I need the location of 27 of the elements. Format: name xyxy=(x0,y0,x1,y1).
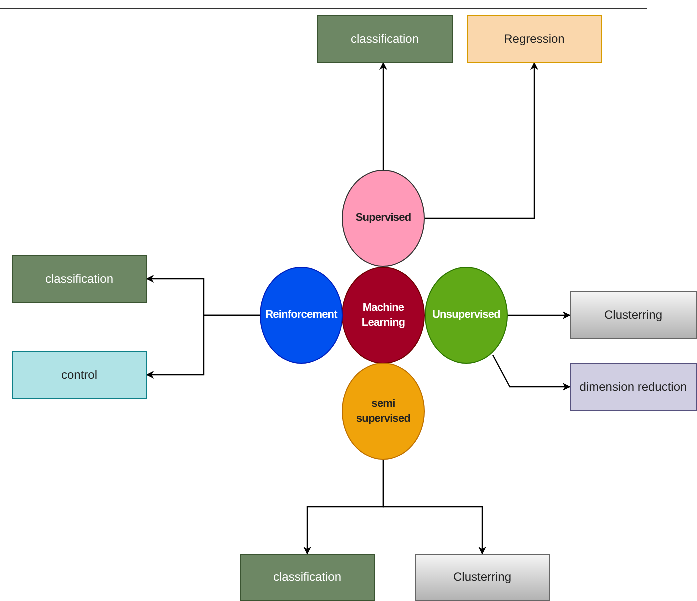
node-label: Clusterring xyxy=(604,308,663,322)
process-box xyxy=(12,255,147,303)
node-label: Supervised xyxy=(356,211,412,226)
node-label: Regression xyxy=(504,32,565,46)
node-label: classification xyxy=(45,272,114,286)
arrow xyxy=(382,460,486,555)
node-label: classification xyxy=(273,570,342,585)
process-box xyxy=(570,291,697,339)
process-box xyxy=(415,554,550,601)
process-box xyxy=(317,15,453,63)
node-label: Reinforcement xyxy=(266,308,338,323)
process-box xyxy=(240,554,375,601)
process-box xyxy=(570,363,697,411)
node-label: Clusterring xyxy=(453,570,512,585)
node-label: control xyxy=(61,368,98,382)
node-label: Unsupervised xyxy=(432,308,500,323)
node-label: semi supervised xyxy=(355,396,412,426)
arrow xyxy=(508,312,571,320)
process-box xyxy=(467,15,602,63)
node-label: Machine Learning xyxy=(360,300,406,330)
arrow xyxy=(146,314,260,379)
node-label: classification xyxy=(350,32,420,46)
arrow xyxy=(380,62,388,170)
arrow xyxy=(492,354,571,391)
arrow xyxy=(425,62,538,220)
node-label: dimension reduction xyxy=(580,380,688,394)
process-box xyxy=(12,351,147,399)
